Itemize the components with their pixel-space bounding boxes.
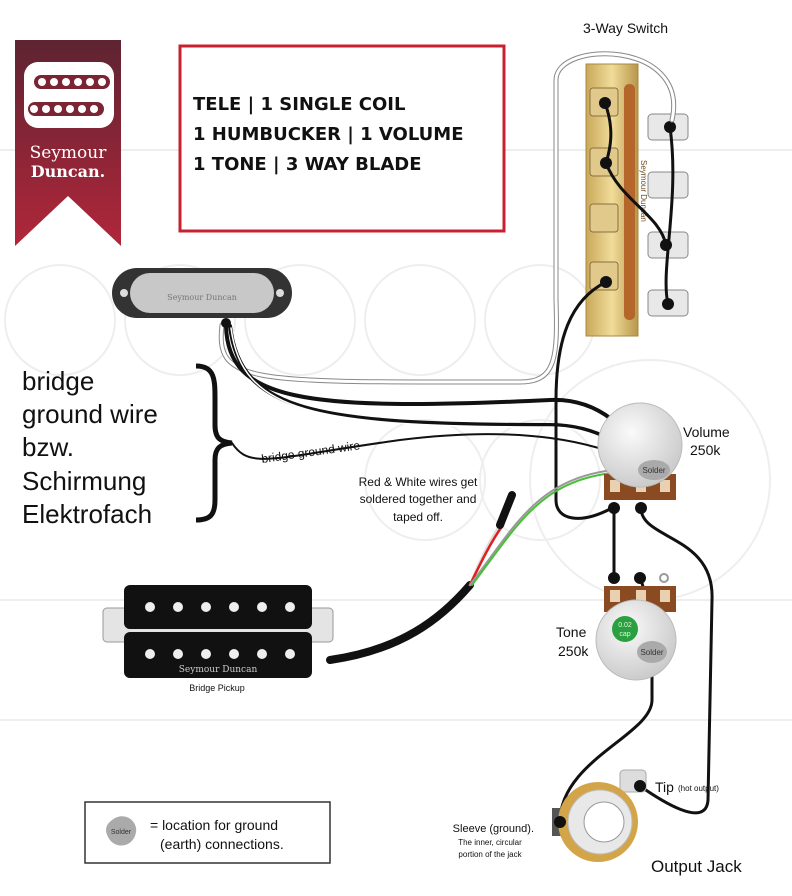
title-line-2: 1 HUMBUCKER | 1 VOLUME <box>193 124 464 145</box>
volume-solder-label: Solder <box>642 466 665 475</box>
red-white-note: Red & White wires get soldered together … <box>359 475 478 524</box>
sleeve-note-2: portion of the jack <box>458 850 522 859</box>
legend-line-2: (earth) connections. <box>160 836 284 852</box>
sleeve-label: Sleeve (ground). <box>453 823 534 835</box>
annotation-line-5: Elektrofach <box>22 499 152 529</box>
volume-value: 250k <box>690 442 721 458</box>
legend-solder-label: Solder <box>111 829 132 836</box>
left-annotation: bridge ground wire bzw. Schirmung Elektr… <box>22 363 233 529</box>
output-jack-title: Output Jack <box>651 857 742 876</box>
tone-pot: 0.02 cap Solder <box>595 572 677 681</box>
switch-brand-text: Seymour Duncan <box>639 160 648 222</box>
bridge-pickup-label: Bridge Pickup <box>189 683 245 693</box>
seymour-duncan-logo: Seymour Duncan. <box>15 40 121 246</box>
note-line-3: taped off. <box>393 510 443 524</box>
cap-label-2: cap <box>619 631 630 638</box>
tip-note: (hot output) <box>678 784 719 793</box>
tip-label: Tip <box>655 779 674 795</box>
annotation-line-1: bridge <box>22 366 94 396</box>
ground-wire-label: bridge ground wire <box>260 438 361 466</box>
annotation-line-4: Schirmung <box>22 466 146 496</box>
three-way-switch: Seymour Duncan <box>585 63 689 337</box>
sleeve-note-1: The inner, circular <box>458 838 522 847</box>
title-box: TELE | 1 SINGLE COIL 1 HUMBUCKER | 1 VOL… <box>178 44 506 233</box>
note-line-2: soldered together and <box>360 492 477 506</box>
volume-pot: Solder <box>597 402 683 514</box>
tone-value: 250k <box>558 643 589 659</box>
neck-pickup: Seymour Duncan <box>112 268 292 328</box>
neck-pickup-brand: Seymour Duncan <box>167 293 237 302</box>
legend-line-1: = location for ground <box>150 817 278 833</box>
cap-label-1: 0.02 <box>618 622 632 629</box>
logo-text-line2: Duncan. <box>31 162 105 181</box>
brace <box>195 363 233 523</box>
legend-box: Solder = location for ground (earth) con… <box>84 801 331 864</box>
annotation-line-3: bzw. <box>22 432 74 462</box>
logo-text-line1: Seymour <box>30 143 108 163</box>
title-line-1: TELE | 1 SINGLE COIL <box>193 94 405 115</box>
bridge-pickup: Seymour Duncan <box>102 585 334 678</box>
tone-label: Tone <box>556 624 587 640</box>
wires <box>218 51 714 824</box>
switch-label: 3-Way Switch <box>583 20 668 36</box>
annotation-line-2: ground wire <box>22 399 158 429</box>
volume-label: Volume <box>683 424 730 440</box>
bridge-pickup-brand: Seymour Duncan <box>179 665 258 675</box>
note-line-1: Red & White wires get <box>359 475 478 489</box>
output-jack <box>552 769 647 862</box>
title-line-3: 1 TONE | 3 WAY BLADE <box>193 154 422 175</box>
tone-solder-label: Solder <box>640 648 663 657</box>
